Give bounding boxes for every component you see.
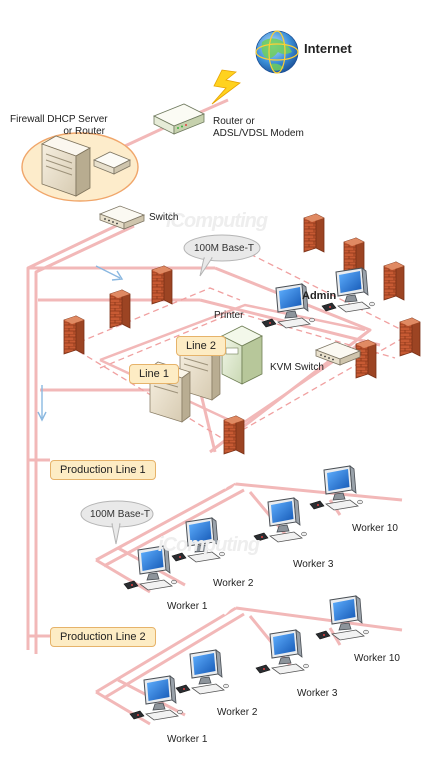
admin-label: Admin	[302, 290, 337, 302]
pl1-worker-2-label: Worker 2	[213, 578, 254, 589]
pl1-worker-1-label: Worker 1	[167, 601, 208, 612]
line-1-tag: Line 1	[129, 364, 179, 384]
pl2-worker-1-label: Worker 1	[167, 734, 208, 745]
production-line-2-tag: Production Line 2	[50, 627, 156, 647]
printer-icon	[221, 325, 263, 385]
switch-label: Switch	[149, 212, 179, 223]
or-router-label: or Router	[63, 126, 105, 137]
router-icon	[93, 151, 131, 175]
pl2-worker-10-monitor-icon	[315, 595, 369, 641]
pl2-worker-3-monitor-icon	[255, 629, 309, 675]
line-break-marks	[222, 480, 238, 620]
kvm-switch-label: KVM Switch	[270, 362, 324, 373]
pl1-worker-10-label: Worker 10	[352, 523, 398, 534]
bandwidth-mid-label: 100M Base-T	[90, 509, 151, 520]
switch-icon	[99, 205, 145, 230]
bandwidth-bubble-mid	[80, 500, 154, 545]
arrow-down-icon	[37, 385, 47, 422]
router-label: Router or	[213, 116, 255, 127]
firewall-icon	[109, 289, 131, 329]
firewall-icon	[383, 261, 405, 301]
watermark: iComputing	[158, 534, 260, 556]
modem-icon	[153, 103, 205, 135]
pl2-worker-1-monitor-icon	[129, 675, 183, 721]
firewall-icon	[355, 339, 377, 379]
pl1-worker-10-monitor-icon	[309, 465, 363, 511]
bandwidth-top-label: 100M Base-T	[194, 243, 255, 254]
firewall-icon	[303, 213, 325, 253]
modem-label: ADSL/VDSL Modem	[213, 128, 304, 139]
firewall-icon	[223, 415, 245, 455]
firewall-dhcp-label: Firewall DHCP Server	[10, 114, 108, 125]
pl1-worker-3-label: Worker 3	[293, 559, 334, 570]
server-icon	[41, 135, 91, 197]
production-line-1-tag: Production Line 1	[50, 460, 156, 480]
arrow-right-icon	[95, 265, 124, 281]
pl2-worker-3-label: Worker 3	[297, 688, 338, 699]
lightning-icon	[211, 69, 241, 105]
pl2-worker-10-label: Worker 10	[354, 653, 400, 664]
firewall-icon	[399, 317, 421, 357]
pl2-worker-2-monitor-icon	[175, 649, 229, 695]
pl2-worker-2-label: Worker 2	[217, 707, 258, 718]
internet-label: Internet	[304, 41, 352, 56]
line-2-tag: Line 2	[176, 336, 226, 356]
watermark: iComputing	[166, 210, 268, 232]
printer-label: Printer	[214, 310, 244, 321]
firewall-icon	[63, 315, 85, 355]
firewall-icon	[151, 265, 173, 305]
bandwidth-bubble-top	[183, 234, 261, 277]
security-perimeter	[69, 253, 411, 441]
globe-icon	[255, 30, 299, 74]
